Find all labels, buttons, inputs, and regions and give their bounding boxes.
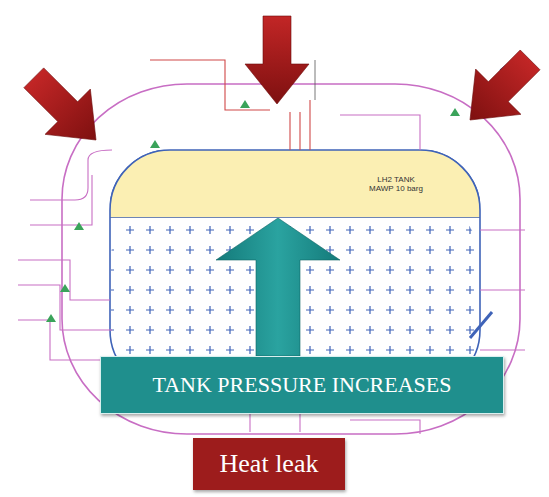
title-box: Heat leak — [193, 438, 345, 490]
node-text: LH2 TANK MAWP 10 barg — [364, 175, 428, 193]
heat-leak-arrows — [11, 16, 549, 163]
pipework — [18, 58, 525, 434]
ullage-fill — [110, 150, 480, 218]
outer-vessel — [62, 84, 520, 434]
status-box: TANK PRESSURE INCREASES — [100, 356, 504, 414]
ullage-shape — [110, 150, 480, 218]
inner-tank — [110, 150, 480, 390]
node-text: TANK PRESSURE INCREASES — [153, 372, 452, 397]
node-text: Heat leak — [220, 449, 319, 479]
ullage-band: LH2 TANK MAWP 10 barg — [110, 150, 480, 218]
block-arrow — [216, 218, 340, 356]
